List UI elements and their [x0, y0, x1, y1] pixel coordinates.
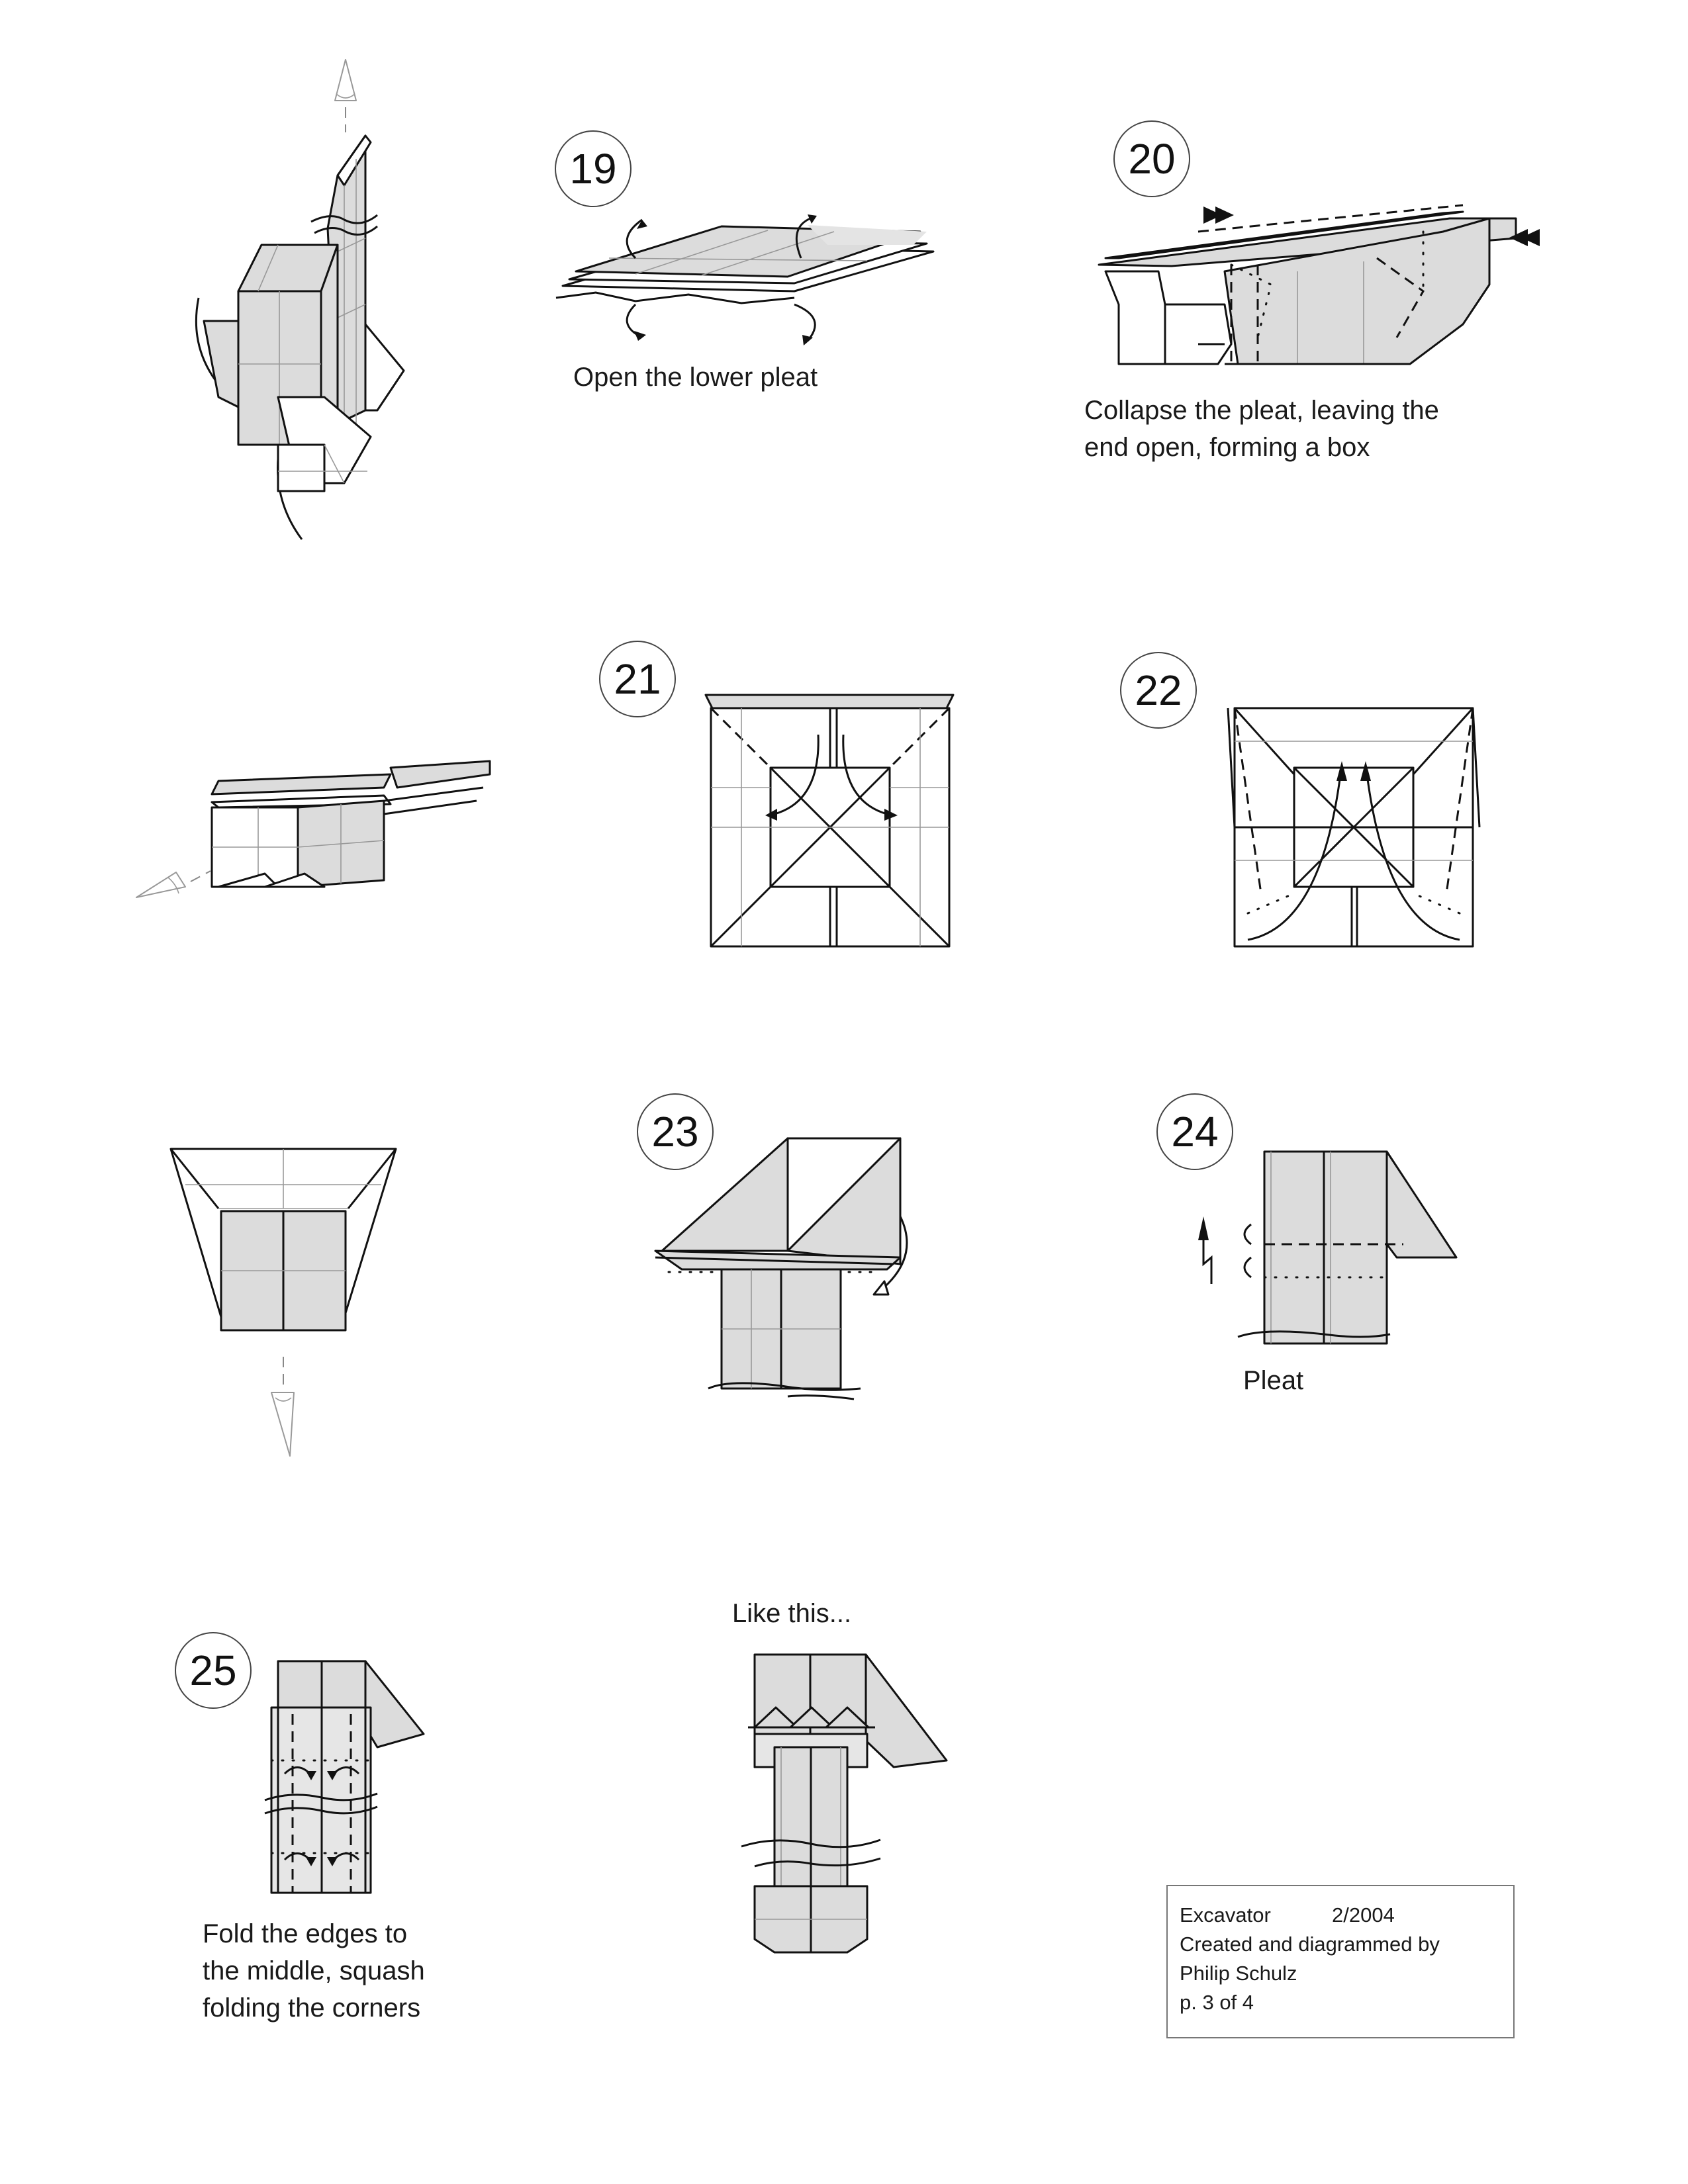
- credit-created-by: Created and diagrammed by: [1180, 1933, 1440, 1956]
- figure-step-22: [1227, 707, 1481, 948]
- figure-step-21: [704, 694, 955, 948]
- step-20-caption-line-1: Collapse the pleat, leaving the: [1084, 396, 1439, 425]
- step-22-number: 22: [1120, 652, 1197, 729]
- result-label: Like this...: [732, 1599, 852, 1628]
- figure-step-23: [654, 1137, 908, 1400]
- step-25-number: 25: [175, 1632, 252, 1709]
- push-in-arrow-icon: [1203, 206, 1540, 246]
- step-25-caption-line-2: the middle, squash: [203, 1956, 425, 1985]
- step-24-caption: Pleat: [1243, 1366, 1304, 1395]
- credit-box: Excavator 2/2004 Created and diagrammed b…: [1166, 1885, 1515, 2038]
- figure-step-19: [555, 214, 935, 345]
- figure-trapezoid-view: [169, 1148, 397, 1457]
- credit-title: Excavator: [1180, 1903, 1271, 1927]
- step-19-caption: Open the lower pleat: [573, 363, 818, 392]
- credit-page: p. 3 of 4: [1180, 1991, 1254, 2014]
- view-eye-icon: [136, 870, 211, 898]
- pleat-arrow-icon: [1198, 1216, 1213, 1284]
- figure-step-24: [1198, 1150, 1458, 1345]
- credit-author: Philip Schulz: [1180, 1962, 1297, 1985]
- step-20-number: 20: [1113, 120, 1190, 197]
- step-25-caption-line-1: Fold the edges to: [203, 1919, 408, 1948]
- step-20-caption-line-2: end open, forming a box: [1084, 433, 1370, 462]
- view-eye-icon: [334, 59, 357, 132]
- figure-side-view: [195, 59, 405, 540]
- view-eye-icon: [271, 1357, 295, 1457]
- figure-box-view: [136, 760, 491, 898]
- figure-step-25: [264, 1660, 425, 1894]
- step-24-number: 24: [1156, 1093, 1233, 1170]
- figure-step-20: [1098, 204, 1540, 365]
- step-23-number: 23: [637, 1093, 714, 1170]
- step-19-number: 19: [555, 130, 632, 207]
- credit-date: 2/2004: [1332, 1903, 1395, 1927]
- step-21-number: 21: [599, 641, 676, 717]
- step-25-caption-line-3: folding the corners: [203, 1993, 421, 2023]
- figure-result: [741, 1653, 948, 1954]
